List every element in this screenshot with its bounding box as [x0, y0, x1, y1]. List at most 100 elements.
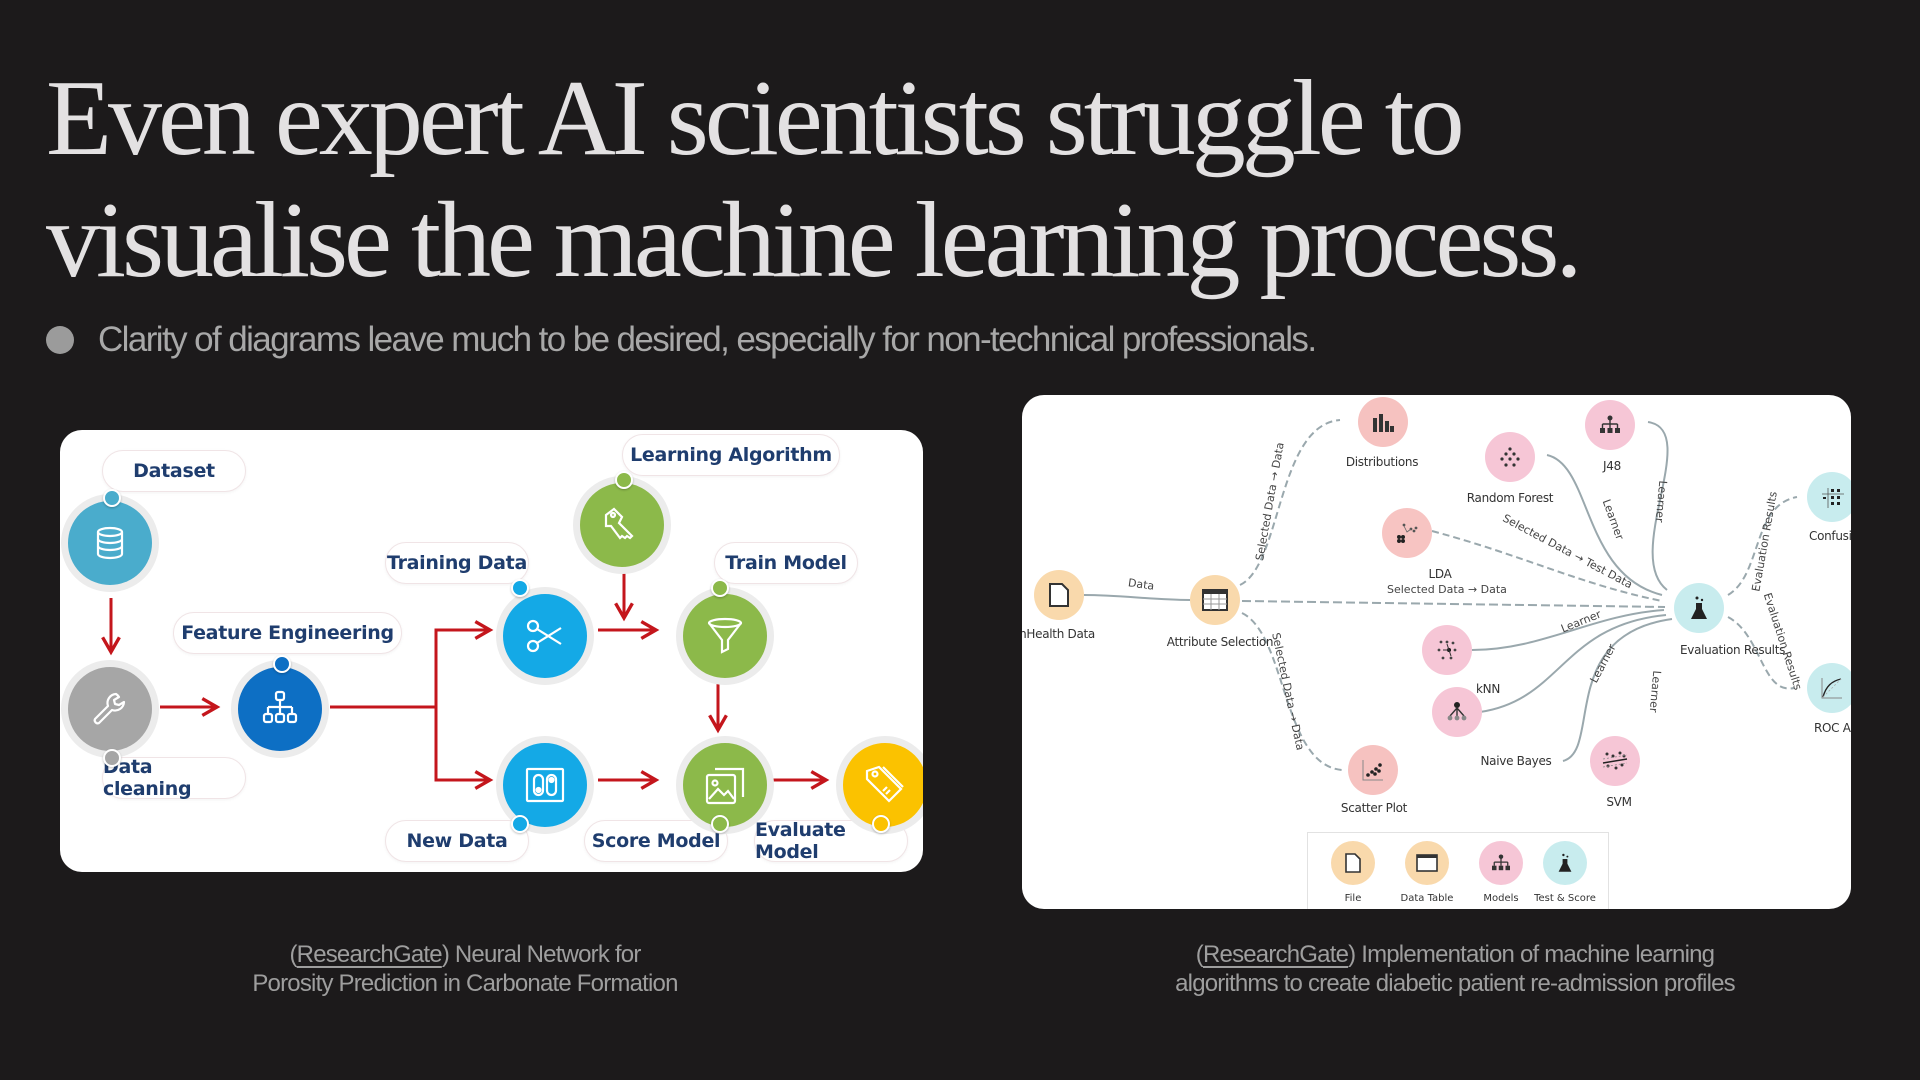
- database-icon: [96, 526, 124, 560]
- data-table-icon: [1416, 854, 1438, 872]
- connector-dot: [711, 579, 729, 597]
- edge-j48-eval: [1647, 421, 1669, 591]
- ml-pipeline-figure: Dataset Data cleaning Feature Engineerin…: [60, 430, 923, 872]
- caption-left: (ResearchGate) Neural Network for Porosi…: [180, 940, 750, 998]
- node-j48[interactable]: [1585, 400, 1635, 450]
- roc-curve-icon: [1821, 678, 1842, 699]
- bullet-icon: [46, 326, 74, 354]
- node-svm[interactable]: [1590, 736, 1640, 786]
- edge-eval-confusion: [1727, 496, 1798, 596]
- naive-bayes-icon: [1447, 702, 1467, 721]
- arrow-to-training: [434, 620, 494, 707]
- label-naive-bayes: Naive Bayes: [1480, 754, 1552, 768]
- node-attribute-selection[interactable]: [1190, 575, 1240, 625]
- caption-paren: (: [289, 941, 297, 968]
- label-learning-algorithm: Learning Algorithm: [622, 434, 840, 476]
- node-dataset: [61, 494, 159, 592]
- node-feature-engineering: [231, 660, 329, 758]
- label-scatter-plot: Scatter Plot: [1340, 801, 1408, 815]
- orange-workflow-figure: mHealth Data Attribute Selection Distrib…: [1022, 395, 1851, 909]
- file-icon: [1345, 853, 1361, 873]
- caption-text-line2: Porosity Prediction in Carbonate Formati…: [252, 970, 678, 997]
- svm-icon: [1602, 751, 1628, 770]
- bullet-point: Clarity of diagrams leave much to be des…: [46, 320, 1317, 360]
- switch-panel-icon: [525, 767, 565, 803]
- edge-eval-roc: [1727, 616, 1795, 690]
- confusion-matrix-icon: [1822, 488, 1844, 508]
- node-knn[interactable]: [1422, 625, 1472, 675]
- node-roc-analysis[interactable]: [1807, 663, 1851, 713]
- wrench-icon: [93, 692, 126, 725]
- edge-nb-eval: [1479, 614, 1667, 713]
- decision-tree-icon: [1492, 854, 1510, 871]
- node-training-data: [496, 587, 594, 685]
- legend-label: Models: [1483, 893, 1519, 904]
- connector-dot: [615, 471, 633, 489]
- slide-title-line-1: Even expert AI scientists struggle to: [46, 59, 1465, 178]
- tags-icon: [865, 765, 904, 803]
- lda-icon: [1397, 523, 1418, 543]
- node-random-forest[interactable]: [1485, 432, 1535, 482]
- legend-label: File: [1344, 893, 1362, 904]
- slide-title-line-2: visualise the machine learning process.: [46, 181, 1582, 300]
- knn-icon: [1437, 640, 1457, 660]
- label-random-forest: Random Forest: [1466, 491, 1554, 505]
- node-mhealth-data[interactable]: [1034, 570, 1084, 620]
- label-data-cleaning: Data cleaning: [102, 756, 246, 800]
- legend-label: Test & Score: [1534, 893, 1596, 904]
- hierarchy-icon: [262, 690, 298, 724]
- caption-text-line2: algorithms to create diabetic patient re…: [1175, 970, 1736, 997]
- arrows-layer: [101, 570, 830, 790]
- edge-lda-eval: [1431, 530, 1663, 602]
- data-table-icon: [1202, 589, 1228, 611]
- flask-icon: [1558, 853, 1572, 872]
- edge-svm-eval: [1562, 618, 1673, 762]
- connector-dot: [511, 579, 529, 597]
- connector-dot: [103, 489, 121, 507]
- node-naive-bayes[interactable]: [1432, 687, 1482, 737]
- caption-text: ) Neural Network for: [441, 941, 642, 968]
- label-distributions: Distributions: [1345, 455, 1419, 469]
- legend-label: Data Table: [1400, 893, 1454, 904]
- label-attribute-selection: Attribute Selection: [1166, 635, 1274, 649]
- connector-dot: [103, 749, 121, 767]
- random-forest-icon: [1500, 447, 1520, 467]
- edge-label-selected-data-mid: Selected Data → Data: [1387, 583, 1507, 596]
- edge-knn-eval: [1471, 609, 1665, 651]
- label-feature-engineering: Feature Engineering: [173, 612, 402, 654]
- node-lda[interactable]: [1382, 508, 1432, 558]
- label-new-data: New Data: [385, 820, 529, 862]
- label-training-data: Training Data: [385, 542, 529, 584]
- node-new-data: [496, 736, 594, 834]
- connector-dot: [273, 655, 291, 673]
- arrow-to-newdata: [434, 707, 494, 790]
- node-evaluation-results[interactable]: [1674, 583, 1724, 633]
- label-mhealth-data: mHealth Data: [1022, 627, 1095, 641]
- edge-to-distributions: [1239, 419, 1341, 586]
- bar-chart-icon: [1373, 414, 1394, 432]
- images-icon: [705, 767, 745, 805]
- node-learning-algorithm: [573, 476, 671, 574]
- legend-item-file: File: [1318, 841, 1388, 904]
- node-scatter-plot[interactable]: [1348, 745, 1398, 795]
- node-confusion-matrix[interactable]: [1807, 472, 1851, 522]
- legend-item-test-score: Test & Score: [1530, 841, 1600, 904]
- researchgate-link[interactable]: ResearchGate: [296, 941, 443, 968]
- legend-item-data-table: Data Table: [1392, 841, 1462, 904]
- edge-rf-eval: [1546, 454, 1663, 596]
- edge-to-evaluation: [1241, 600, 1666, 608]
- slide-title: Even expert AI scientists struggle to vi…: [46, 58, 1582, 302]
- flask-icon: [1691, 596, 1707, 619]
- connector-dot: [511, 815, 529, 833]
- label-evaluation-results: Evaluation Results: [1680, 643, 1786, 657]
- researchgate-link[interactable]: ResearchGate: [1202, 941, 1349, 968]
- label-dataset: Dataset: [102, 450, 246, 492]
- label-roc-analysis: ROC Analysis: [1814, 721, 1851, 735]
- caption-paren: (: [1195, 941, 1204, 968]
- node-distributions[interactable]: [1358, 397, 1408, 447]
- edges-layer: [1083, 419, 1798, 771]
- scissors-icon: [526, 619, 562, 653]
- decision-tree-icon: [1600, 415, 1620, 433]
- key-icon: [604, 507, 634, 540]
- label-train-model: Train Model: [714, 542, 858, 584]
